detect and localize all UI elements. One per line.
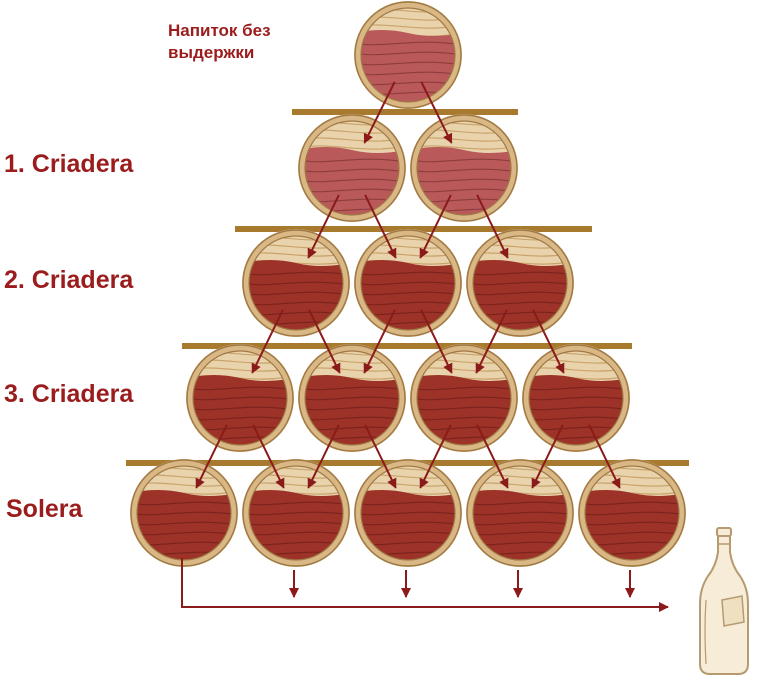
flow-arrow-4-2-right xyxy=(364,424,397,489)
flow-arrow-4-3-left xyxy=(419,424,452,489)
flow-arrow-2-2-left xyxy=(419,194,452,259)
barrel-solera-1 xyxy=(130,459,238,567)
young-spirit-label-line-1: Напиток без xyxy=(168,21,271,40)
barrel-solera-4 xyxy=(466,459,574,567)
barrel-criadera-3-2 xyxy=(298,344,406,452)
flow-arrow-4-2-left xyxy=(307,424,340,489)
barrel-solera-5 xyxy=(578,459,686,567)
shelf-1 xyxy=(292,109,518,115)
flow-arrow-1-1-right xyxy=(420,81,453,144)
shelf-2 xyxy=(235,226,592,232)
bottle-icon xyxy=(699,527,749,675)
flow-arrow-2-1-right xyxy=(364,194,397,259)
flow-arrow-3-3-left xyxy=(475,309,508,374)
barrel-young-1 xyxy=(354,1,462,109)
flow-arrow-4-4-right xyxy=(588,424,621,489)
barrel-solera-2 xyxy=(242,459,350,567)
barrel-criadera-2-1 xyxy=(242,229,350,337)
flow-arrow-3-1-right xyxy=(308,309,341,374)
flow-arrow-3-3-right xyxy=(532,309,565,374)
tier-label-criadera-3: 3. Criadera xyxy=(4,380,134,408)
barrel-criadera-1-2 xyxy=(410,114,518,222)
flow-arrow-3-2-right xyxy=(420,309,453,374)
barrels-layer xyxy=(130,1,686,567)
tier-label-criadera-1: 1. Criadera xyxy=(4,150,134,178)
tier-label-solera: Solera xyxy=(6,495,83,523)
barrel-criadera-3-4 xyxy=(522,344,630,452)
young-spirit-label-line-2: выдержки xyxy=(168,43,255,62)
arrows-layer xyxy=(181,81,669,612)
barrel-criadera-3-3 xyxy=(410,344,518,452)
tier-label-criadera-2: 2. Criadera xyxy=(4,266,134,294)
flow-arrow-4-1-right xyxy=(252,424,285,489)
barrel-criadera-2-2 xyxy=(354,229,462,337)
flow-arrow-4-1-left xyxy=(195,424,228,489)
flow-arrow-3-1-left xyxy=(251,309,284,374)
outflow-line xyxy=(181,558,669,612)
young-spirit-label: Напиток без выдержки xyxy=(168,20,271,64)
shelf-3 xyxy=(182,343,632,349)
barrel-criadera-1-1 xyxy=(298,114,406,222)
flow-arrow-3-2-left xyxy=(363,309,396,374)
flow-arrow-2-1-left xyxy=(307,194,340,259)
flow-arrow-1-1-left xyxy=(363,81,396,144)
barrel-criadera-2-3 xyxy=(466,229,574,337)
flow-arrow-4-3-right xyxy=(476,424,509,489)
flow-arrow-2-2-right xyxy=(476,194,509,259)
barrel-solera-3 xyxy=(354,459,462,567)
barrel-criadera-3-1 xyxy=(186,344,294,452)
flow-arrow-4-4-left xyxy=(531,424,564,489)
